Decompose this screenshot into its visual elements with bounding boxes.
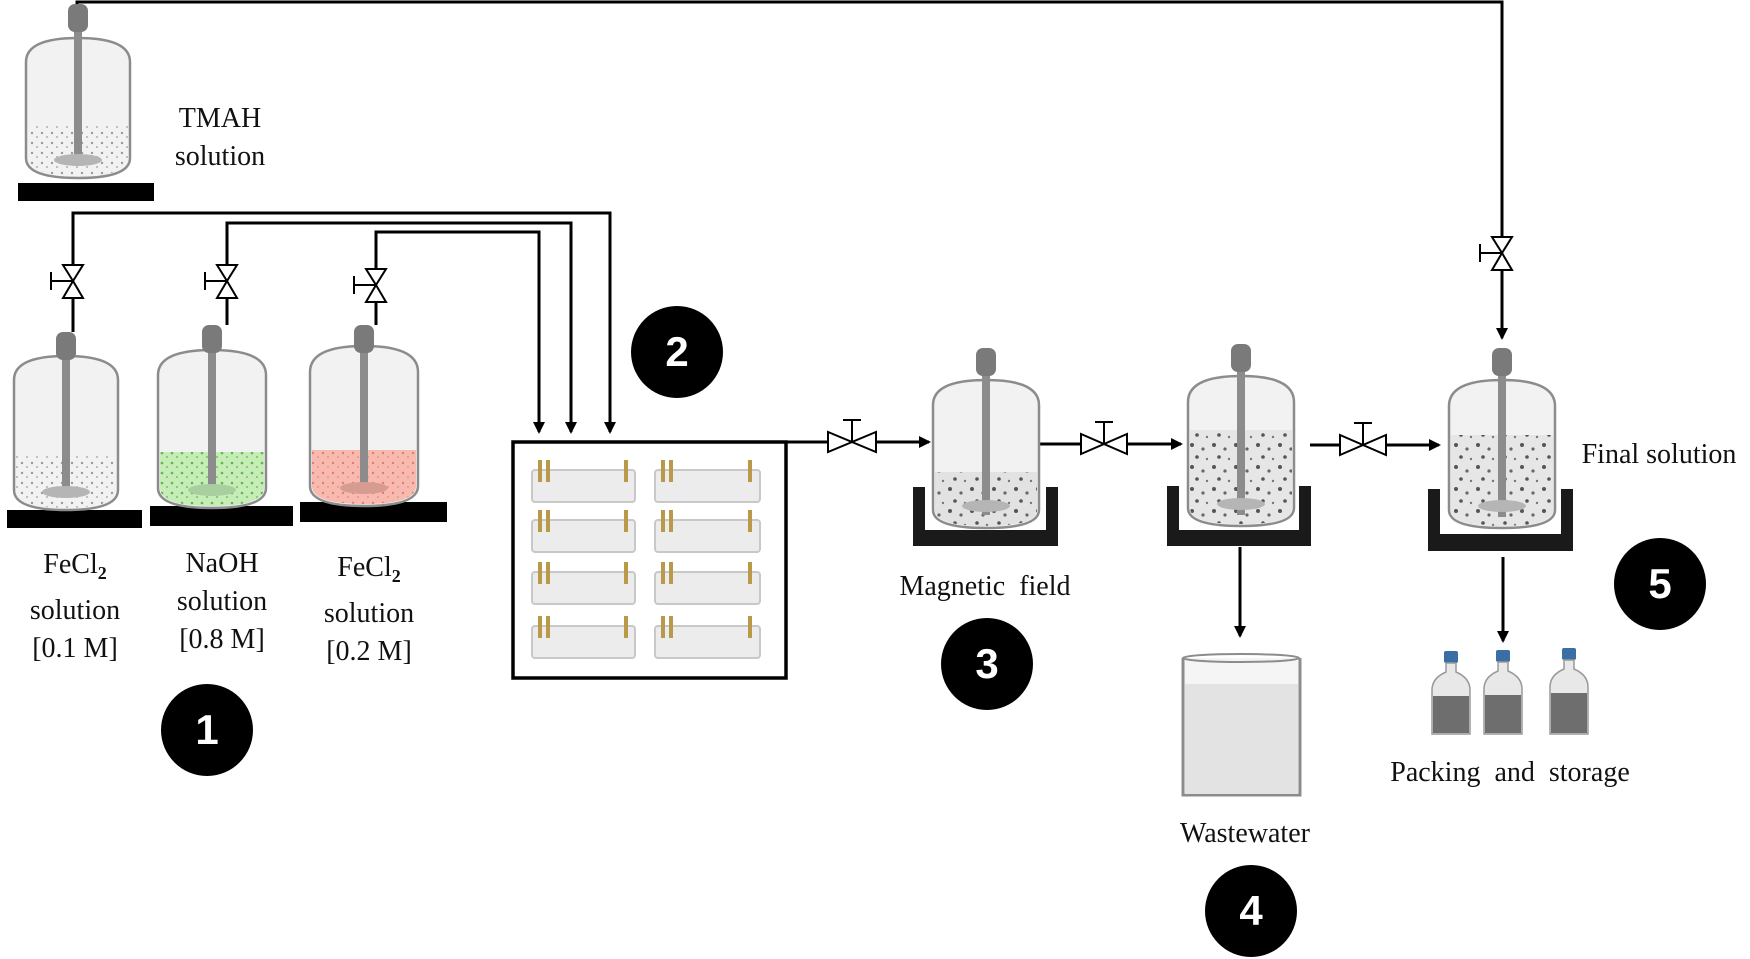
tmah-tank bbox=[18, 4, 154, 201]
fecl2-b-label: FeCl2 solution [0.2 M] bbox=[304, 549, 434, 671]
fecl2-a-label: FeCl2 solution [0.1 M] bbox=[10, 546, 140, 668]
magnetic-field-label: Magnetic field bbox=[899, 571, 1071, 602]
valves bbox=[50, 236, 1514, 457]
fecl2-b-feed-line-upper bbox=[374, 230, 545, 434]
valve-tmah bbox=[1479, 236, 1514, 271]
packing-storage-label: Packing and storage bbox=[1390, 757, 1630, 788]
tmah-label-line2: solution bbox=[174, 141, 266, 172]
storage-bottles bbox=[1431, 648, 1589, 735]
fecl2-a-label-line3: [0.1 M] bbox=[32, 633, 118, 664]
fecl2-b-subscript: 2 bbox=[391, 566, 401, 586]
washing-tank bbox=[1167, 344, 1311, 546]
naoh-label: NaOH solution [0.8 M] bbox=[157, 545, 287, 659]
bottle-1 bbox=[1431, 651, 1471, 735]
naoh-feed-line-upper bbox=[225, 221, 577, 434]
naoh-label-line1: NaOH bbox=[185, 548, 259, 579]
naoh-tank bbox=[150, 325, 293, 526]
tmah-label-line1: TMAH bbox=[178, 103, 262, 134]
bottle-3 bbox=[1549, 648, 1589, 735]
fecl2-b-label-line1: FeCl2 bbox=[304, 549, 434, 595]
fecl2-b-label-line3: [0.2 M] bbox=[326, 636, 412, 667]
naoh-label-line3: [0.8 M] bbox=[179, 624, 265, 655]
final-solution-label: Final solution bbox=[1581, 439, 1737, 470]
naoh-label-line2: solution bbox=[176, 586, 268, 617]
fecl2-b-tank bbox=[300, 325, 447, 522]
valve-fecl2-b bbox=[353, 268, 388, 303]
wastewater-beaker bbox=[1181, 653, 1302, 797]
microreactor-array bbox=[511, 440, 788, 680]
chip-grid bbox=[531, 469, 761, 659]
chip-ports bbox=[538, 460, 752, 638]
step-badge-5: 5 bbox=[1614, 538, 1706, 630]
fecl2-a-label-line1: FeCl2 bbox=[10, 546, 140, 592]
bottle-2 bbox=[1483, 650, 1523, 735]
step-badge-1: 1 bbox=[161, 684, 253, 776]
fecl2-b-formula: FeCl bbox=[337, 552, 392, 583]
wastewater-label: Wastewater bbox=[1180, 818, 1310, 849]
tmah-feed-line bbox=[75, 0, 1504, 237]
piping bbox=[71, 0, 1509, 643]
valve-reactor-outlet bbox=[827, 419, 877, 454]
tmah-label: TMAH solution bbox=[160, 100, 280, 176]
final-tank bbox=[1428, 348, 1573, 551]
fecl2-a-feed-line-upper bbox=[71, 211, 616, 434]
valve-naoh bbox=[204, 264, 239, 299]
valve-fecl2-a bbox=[50, 264, 85, 299]
valve-magnetic-outlet bbox=[1080, 421, 1128, 456]
fecl2-a-subscript: 2 bbox=[97, 563, 107, 583]
step-badge-4: 4 bbox=[1205, 865, 1297, 957]
fecl2-a-formula: FeCl bbox=[43, 549, 98, 580]
fecl2-b-label-line2: solution bbox=[323, 598, 415, 629]
fecl2-a-label-line2: solution bbox=[29, 595, 121, 626]
step-badge-3: 3 bbox=[941, 618, 1033, 710]
magnetic-tank bbox=[913, 348, 1058, 546]
fecl2-a-tank bbox=[7, 332, 142, 528]
step-badge-2: 2 bbox=[631, 306, 723, 398]
valve-wash-outlet bbox=[1339, 422, 1387, 457]
